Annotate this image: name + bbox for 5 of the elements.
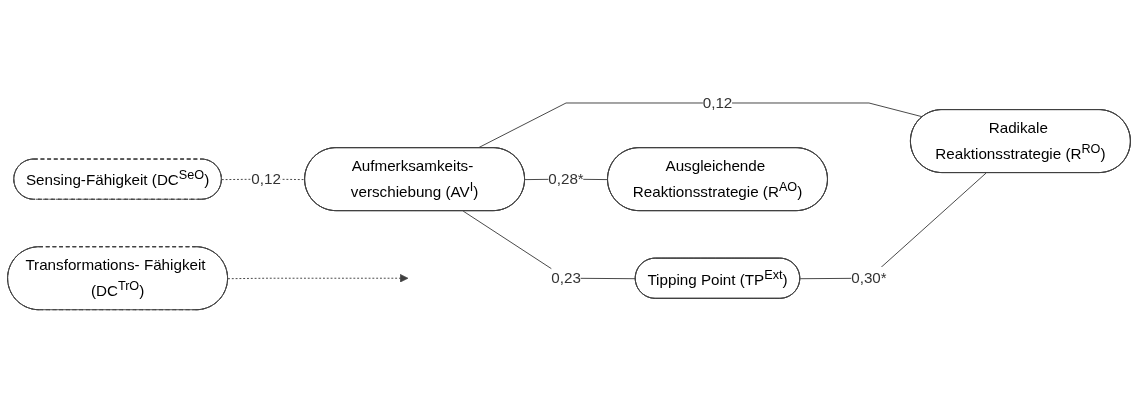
edge-label: 0,28* <box>548 170 584 187</box>
edge-label: 0,23 <box>551 269 581 286</box>
edge-label: 0,30* <box>851 269 887 286</box>
edge-label: 0,12 <box>251 170 281 187</box>
edge-label: 0,12 <box>702 94 733 111</box>
